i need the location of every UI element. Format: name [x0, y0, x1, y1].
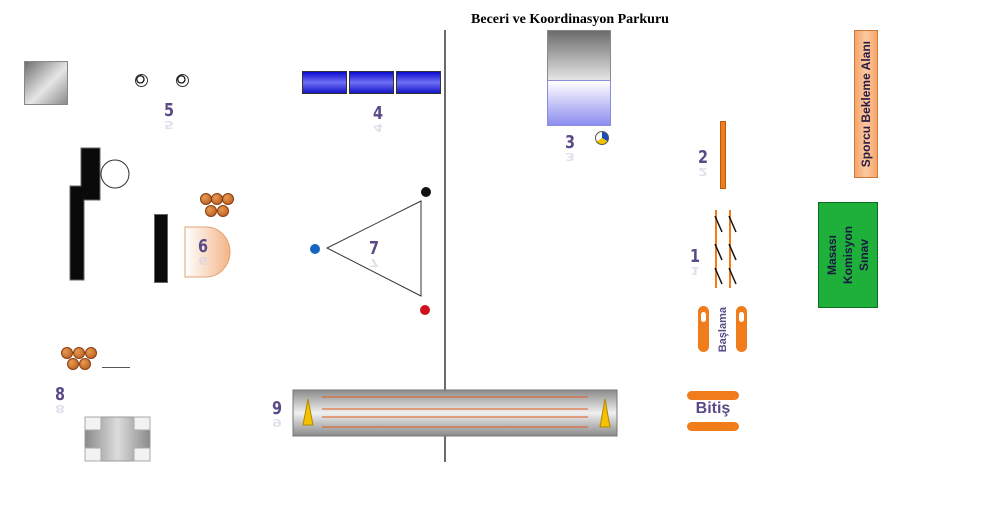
waiting-area-label: Sporcu Bekleme Alanı [859, 40, 873, 168]
station-number-9: 9 [272, 398, 282, 419]
basketball-icon [222, 193, 234, 205]
basketball-icon [217, 205, 229, 217]
station-number-4: 4 [373, 103, 383, 124]
soccer-ball-icon [176, 74, 189, 87]
start-marker: Başlama [697, 306, 749, 354]
station-3-mat-top [547, 30, 611, 82]
station-number-1: 1 [690, 246, 700, 267]
station-5-mat [24, 61, 68, 105]
volleyball-icon [595, 131, 609, 145]
station-number-6: 6 [198, 236, 208, 257]
committee-line-2: Komisyon [841, 225, 855, 284]
committee-line-1: Sınav [857, 238, 871, 271]
start-label: Başlama [717, 307, 729, 353]
station-4-block [302, 71, 347, 94]
start-post-right [736, 306, 747, 352]
station-2-bar [720, 121, 726, 189]
station-4-block [349, 71, 394, 94]
exam-committee-table: Sınav Komisyon Masası [818, 202, 878, 308]
basketball-icon [67, 358, 79, 370]
station-3-mat-bottom [547, 80, 611, 126]
finish-label: Bitiş [695, 400, 731, 417]
station-9-track [292, 389, 618, 437]
finish-bar-top [687, 391, 739, 400]
station-number-2: 2 [698, 147, 708, 168]
station-7-triangle [310, 187, 431, 315]
station-number-3: 3 [565, 132, 575, 153]
station-number-8: 8 [55, 384, 65, 405]
basketball-icon [61, 347, 73, 359]
soccer-ball-icon [135, 74, 148, 87]
station-8-line [102, 367, 130, 368]
station-8-table [84, 416, 151, 462]
station-number-7: 7 [369, 238, 379, 259]
finish-bar-bottom [687, 422, 739, 431]
finish-marker: Bitiş [687, 391, 739, 433]
diagram-title: Beceri ve Koordinasyon Parkuru [471, 12, 669, 27]
basketball-icon [79, 358, 91, 370]
athlete-waiting-area: Sporcu Bekleme Alanı [854, 30, 878, 178]
station-6-d-target [184, 226, 231, 278]
start-post-left [698, 306, 709, 352]
station-number-5: 5 [164, 100, 174, 121]
station-6-bar [154, 214, 168, 283]
committee-line-3: Masası [825, 234, 839, 276]
basketball-icon [205, 205, 217, 217]
station-4-block [396, 71, 441, 94]
basketball-icon [73, 347, 85, 359]
station-1-hurdles [714, 210, 737, 288]
station-6-wall [69, 147, 130, 281]
center-divider [444, 30, 446, 462]
basketball-icon [85, 347, 97, 359]
